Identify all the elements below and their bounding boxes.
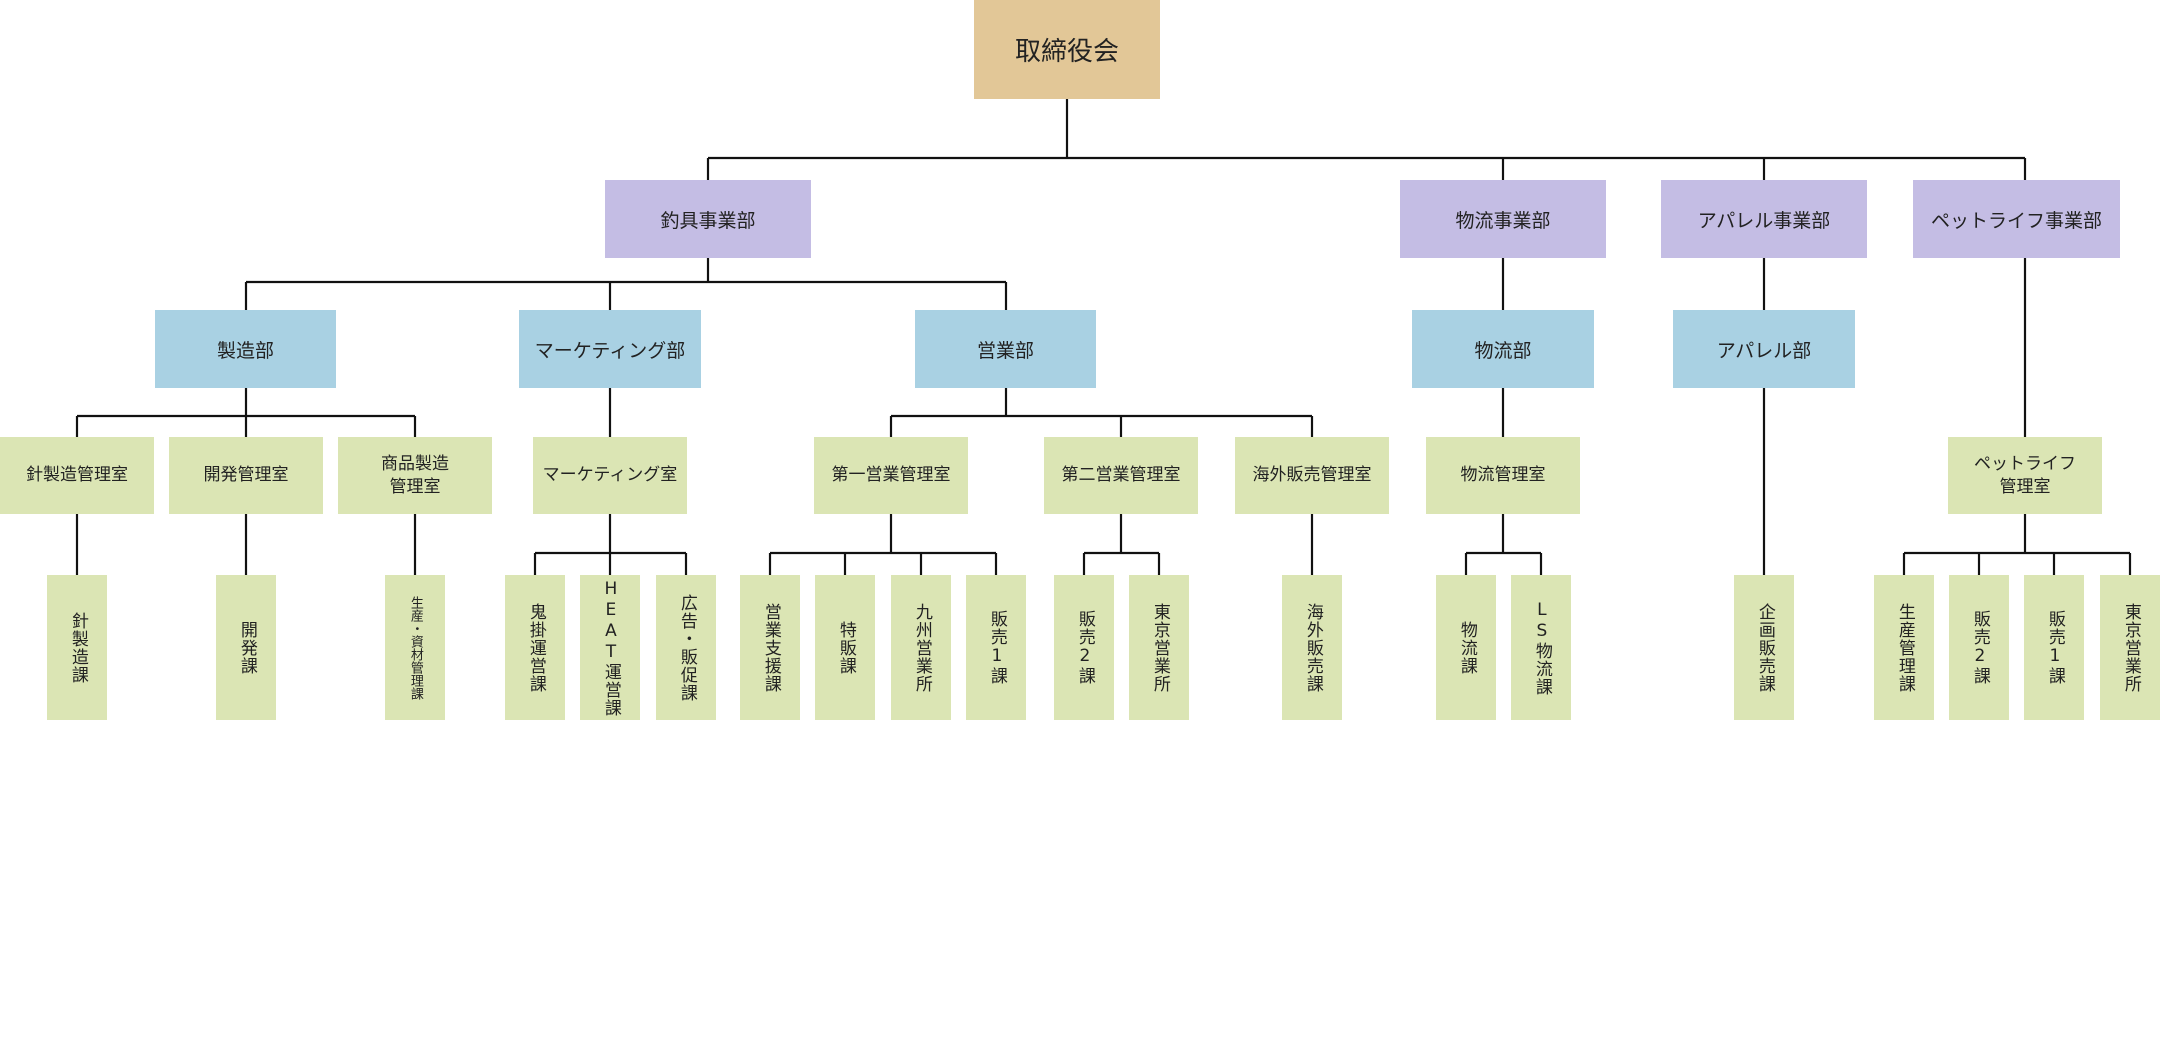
section-kyushu-office: 九州営業所 bbox=[891, 575, 951, 720]
division-label: 物流事業部 bbox=[1455, 209, 1551, 232]
board-box: 取締役会 bbox=[974, 0, 1160, 99]
division-logistics: 物流事業部 bbox=[1400, 180, 1606, 258]
section-heat: HEAT運営課 bbox=[580, 575, 640, 720]
room-sales-2: 第二営業管理室 bbox=[1044, 437, 1198, 514]
room-label: 針製造管理室 bbox=[26, 465, 128, 485]
department-sales: 営業部 bbox=[915, 310, 1096, 388]
section-label: 特販課 bbox=[835, 620, 856, 675]
department-label: マーケティング部 bbox=[534, 339, 686, 362]
department-apparel: アパレル部 bbox=[1673, 310, 1855, 388]
section-label: 海外販売課 bbox=[1302, 602, 1323, 693]
section-label: 生産管理課 bbox=[1894, 602, 1915, 693]
section-sales-support: 営業支援課 bbox=[740, 575, 800, 720]
room-development: 開発管理室 bbox=[169, 437, 323, 514]
room-label: 物流管理室 bbox=[1460, 465, 1546, 485]
section-label: 販売2課 bbox=[1969, 610, 1990, 685]
section-label: 東京営業所 bbox=[1149, 602, 1170, 693]
section-planning-sales: 企画販売課 bbox=[1734, 575, 1794, 720]
board-label: 取締役会 bbox=[1014, 37, 1119, 67]
section-label: HEAT運営課 bbox=[600, 578, 621, 717]
room-label: 商品製造 管理室 bbox=[381, 453, 449, 497]
section-special-sales: 特販課 bbox=[815, 575, 875, 720]
section-development: 開発課 bbox=[216, 575, 276, 720]
section-label: LS物流課 bbox=[1531, 599, 1552, 696]
room-logistics: 物流管理室 bbox=[1426, 437, 1580, 514]
section-onikake: 鬼掛運営課 bbox=[505, 575, 565, 720]
section-label: 物流課 bbox=[1456, 620, 1477, 675]
section-label: 鬼掛運営課 bbox=[525, 602, 546, 693]
department-label: 営業部 bbox=[976, 339, 1034, 362]
room-needle-mfg: 針製造管理室 bbox=[0, 437, 154, 514]
department-label: 製造部 bbox=[216, 339, 274, 362]
room-label: ペットライフ 管理室 bbox=[1974, 453, 2076, 497]
section-pet-tokyo-office: 東京営業所 bbox=[2100, 575, 2160, 720]
section-label: 企画販売課 bbox=[1754, 602, 1775, 693]
division-label: 釣具事業部 bbox=[660, 209, 756, 232]
division-fishing: 釣具事業部 bbox=[605, 180, 811, 258]
department-label: 物流部 bbox=[1474, 339, 1532, 362]
section-pet-sales-1: 販売1課 bbox=[2024, 575, 2084, 720]
section-label: 販売1課 bbox=[986, 610, 1007, 685]
section-production-material: 生産・資材管理課 bbox=[385, 575, 445, 720]
division-apparel: アパレル事業部 bbox=[1661, 180, 1867, 258]
section-overseas-sales: 海外販売課 bbox=[1282, 575, 1342, 720]
department-logistics: 物流部 bbox=[1412, 310, 1594, 388]
room-marketing: マーケティング室 bbox=[533, 437, 687, 514]
section-needle-mfg: 針製造課 bbox=[47, 575, 107, 720]
section-label: 販売1課 bbox=[2044, 610, 2065, 685]
section-logistics: 物流課 bbox=[1436, 575, 1496, 720]
section-label: 九州営業所 bbox=[911, 602, 932, 693]
section-label: 広告・販促課 bbox=[676, 593, 697, 702]
section-tokyo-office: 東京営業所 bbox=[1129, 575, 1189, 720]
room-label: マーケティング室 bbox=[542, 465, 678, 485]
room-overseas-sales: 海外販売管理室 bbox=[1235, 437, 1389, 514]
division-label: ペットライフ事業部 bbox=[1930, 209, 2102, 232]
section-sales-2: 販売2課 bbox=[1054, 575, 1114, 720]
department-manufacturing: 製造部 bbox=[155, 310, 336, 388]
section-label: 販売2課 bbox=[1074, 610, 1095, 685]
room-label: 第二営業管理室 bbox=[1061, 465, 1181, 485]
division-petlife: ペットライフ事業部 bbox=[1913, 180, 2120, 258]
section-label: 生産・資材管理課 bbox=[407, 595, 423, 700]
room-sales-1: 第一営業管理室 bbox=[814, 437, 968, 514]
section-sales-1: 販売1課 bbox=[966, 575, 1026, 720]
room-label: 第一営業管理室 bbox=[831, 465, 951, 485]
room-petlife: ペットライフ 管理室 bbox=[1948, 437, 2102, 514]
room-label: 海外販売管理室 bbox=[1252, 465, 1372, 485]
division-label: アパレル事業部 bbox=[1697, 209, 1831, 232]
section-label: 営業支援課 bbox=[760, 602, 781, 693]
room-label: 開発管理室 bbox=[203, 465, 289, 485]
room-product-mfg: 商品製造 管理室 bbox=[338, 437, 492, 514]
section-label: 東京営業所 bbox=[2120, 602, 2141, 693]
section-ad-promo: 広告・販促課 bbox=[656, 575, 716, 720]
section-label: 針製造課 bbox=[67, 611, 88, 684]
department-marketing: マーケティング部 bbox=[519, 310, 701, 388]
section-label: 開発課 bbox=[236, 620, 257, 675]
section-ls-logistics: LS物流課 bbox=[1511, 575, 1571, 720]
section-pet-production: 生産管理課 bbox=[1874, 575, 1934, 720]
department-label: アパレル部 bbox=[1716, 339, 1812, 362]
section-pet-sales-2: 販売2課 bbox=[1949, 575, 2009, 720]
